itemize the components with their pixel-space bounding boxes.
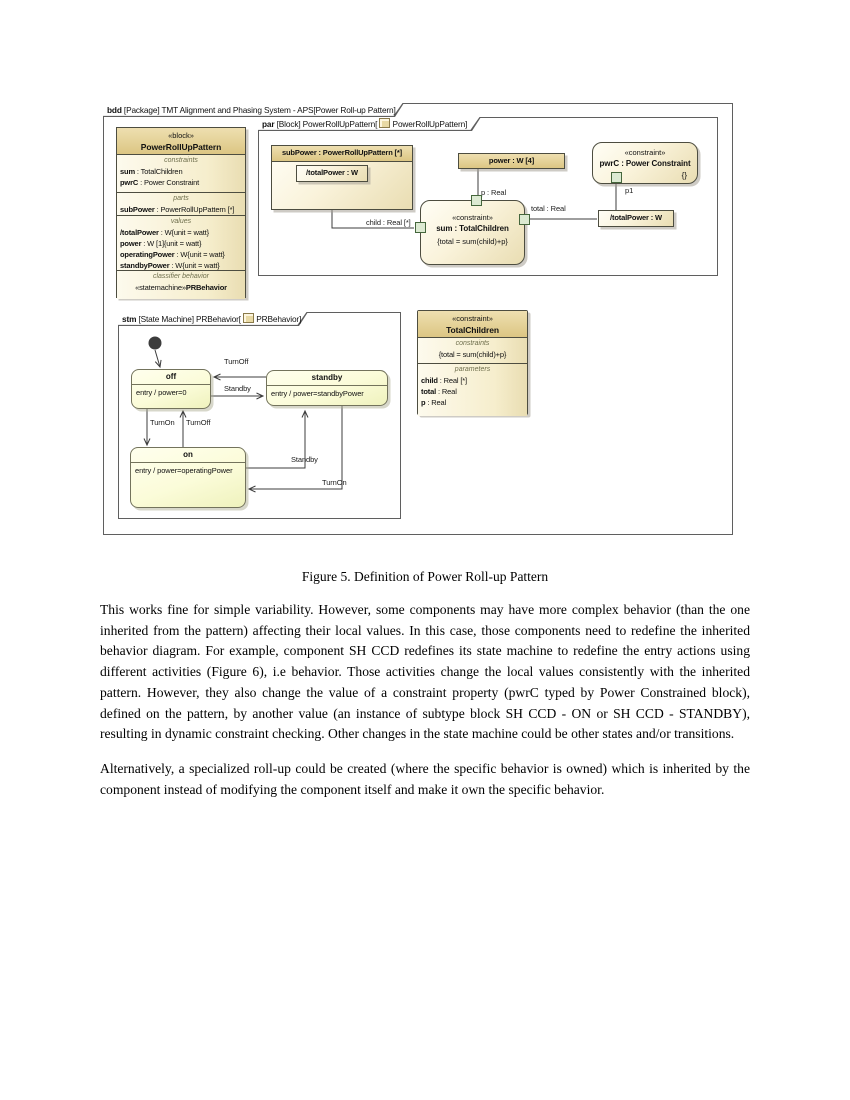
state-standby: standby entry / power=standbyPower [266,370,388,406]
diagram-icon [379,118,391,128]
parameter-entry: child : Real [*] [421,376,467,385]
power-value-box: power : W [4] [458,153,565,169]
state-standby-entry: entry / power=standbyPower [271,389,364,398]
constraints-label: constraints [164,157,198,164]
parameter-entry: total : Real [421,387,457,396]
label-total-real: total : Real [531,204,566,213]
state-off: off entry / power=0 [131,369,211,409]
paragraph: This works fine for simple variability. … [100,602,750,742]
parameters-label: parameters [454,366,491,373]
bdd-frame-title: bdd [Package] TMT Alignment and Phasing … [107,105,396,115]
parameter-entry: p : Real [421,398,447,407]
port-p [471,195,482,206]
stm-frame-title: stm [State Machine] PRBehavior[ PRBehavi… [122,313,302,324]
pwrc-name: pwrC : Power Constraint [599,159,691,168]
value-entry: standbyPower : W{unit = watt} [120,261,220,270]
block-behavior-compartment: classifier behavior «statemachine»PRBeha… [117,270,245,299]
pwrc-braces: {} [681,171,687,180]
port-child [415,222,426,233]
totalpower-value-label: /totalPower : W [610,213,662,222]
constraint-entry: sum : TotalChildren [120,167,183,176]
totalpower-value-box: /totalPower : W [598,210,674,227]
bdd-frame-tab: bdd [Package] TMT Alignment and Phasing … [103,103,404,117]
totalchildren-parameters-compartment: parameters child : Real [*] total : Real… [418,363,527,416]
sum-constraint-box: «constraint» sum : TotalChildren {total … [420,200,525,265]
paragraph: Alternatively, a specialized roll-up cou… [100,760,750,797]
bdd-frame [103,103,733,535]
sum-stereotype: «constraint» [452,213,493,222]
sum-name: sum : TotalChildren [436,224,509,233]
state-off-entry: entry / power=0 [136,388,187,397]
block-name: PowerRollUpPattern [140,142,222,152]
constraints-label: constraints [455,340,490,347]
stm-frame-tab: stm [State Machine] PRBehavior[ PRBehavi… [118,312,308,326]
totalchildren-header: «constraint» TotalChildren [418,311,527,337]
inner-totalpower-label: /totalPower : W [306,168,358,177]
par-frame-title: par [Block] PowerRollUpPattern[ PowerRol… [262,118,468,129]
state-off-name: off [132,370,210,385]
label-standby-lower: Standby [291,455,318,464]
totalchildren-constraint-block: «constraint» TotalChildren constraints {… [417,310,528,416]
value-entry: operatingPower : W{unit = watt} [120,250,225,259]
state-on-name: on [131,448,245,463]
subpower-header: subPower : PowerRollUpPattern [*] [272,146,412,162]
figure-caption: Figure 5. Definition of Power Roll-up Pa… [301,569,549,584]
constraint-entry: pwrC : Power Constraint [120,178,200,187]
par-frame-tab: par [Block] PowerRollUpPattern[ PowerRol… [258,117,481,131]
label-child-real: child : Real [*] [366,218,411,227]
values-label: values [170,218,192,225]
label-turnon-left: TurnOn [150,418,175,427]
value-entry: /totalPower : W{unit = watt} [120,228,209,237]
diagram-icon [243,313,255,323]
parts-label: parts [173,195,189,202]
part-entry: subPower : PowerRollUpPattern [*] [120,205,235,214]
block-header: «block» PowerRollUpPattern [117,128,245,154]
inner-totalpower-box: /totalPower : W [296,165,368,182]
pwrc-stereotype: «constraint» [624,148,666,157]
behavior-entry: «statemachine»PRBehavior [135,283,227,292]
totalchildren-constraints-compartment: constraints {total = sum(child)+p} [418,337,527,363]
totalchildren-name: TotalChildren [446,325,499,335]
block-stereotype: «block» [168,131,194,140]
constraint-expression: {total = sum(child)+p} [438,350,507,359]
body-text: This works fine for simple variability. … [100,600,750,814]
block-powerrolluppattern: «block» PowerRollUpPattern constraints s… [116,127,246,299]
label-turnon-lower: TurnOn [322,478,347,487]
state-standby-name: standby [267,371,387,386]
totalchildren-stereotype: «constraint» [452,314,493,323]
label-turnoff-top: TurnOff [224,357,249,366]
sum-expression: {total = sum(child)+p} [437,237,508,246]
label-standby-mid: Standby [224,384,251,393]
power-value-label: power : W [4] [488,156,535,165]
behavior-label: classifier behavior [152,273,210,280]
label-p-real: p : Real [481,188,507,197]
par-frame [258,117,718,276]
port-total [519,214,530,225]
block-parts-compartment: parts subPower : PowerRollUpPattern [*] [117,192,245,215]
state-on-entry: entry / power=operatingPower [135,466,233,475]
block-values-compartment: values /totalPower : W{unit = watt} powe… [117,215,245,270]
block-constraints-compartment: constraints sum : TotalChildren pwrC : P… [117,154,245,192]
label-turnoff-right: TurnOff [186,418,211,427]
pwrc-constraint-box: «constraint» pwrC : Power Constraint {} [592,142,698,184]
port-p1 [611,172,622,183]
value-entry: power : W [1]{unit = watt} [120,239,202,248]
label-p1: p1 [625,186,634,195]
state-on: on entry / power=operatingPower [130,447,246,508]
